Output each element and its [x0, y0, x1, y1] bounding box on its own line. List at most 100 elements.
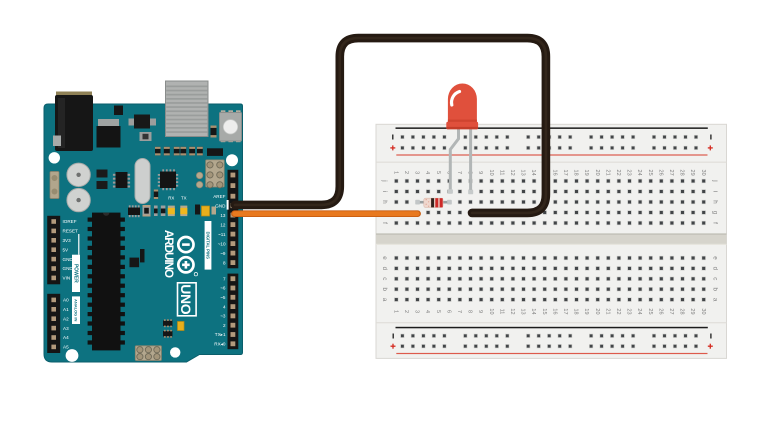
svg-text:18: 18 [573, 308, 579, 314]
svg-text:f: f [711, 222, 718, 224]
svg-text:A2: A2 [63, 316, 69, 321]
svg-text:~6: ~6 [220, 286, 226, 291]
svg-text:26: 26 [657, 170, 663, 176]
svg-text:A1: A1 [63, 307, 69, 312]
svg-text:13: 13 [520, 170, 526, 176]
svg-text:i: i [711, 191, 718, 192]
svg-text:2: 2 [223, 323, 226, 328]
svg-text:A4: A4 [63, 335, 69, 340]
svg-text:2: 2 [403, 310, 409, 313]
svg-text:~5: ~5 [220, 295, 226, 300]
svg-text:b: b [711, 287, 718, 291]
svg-text:28: 28 [679, 170, 685, 176]
svg-text:b: b [381, 287, 388, 291]
svg-text:GND: GND [215, 203, 226, 208]
svg-text:j: j [381, 179, 388, 181]
svg-text:25: 25 [647, 308, 653, 314]
svg-text:~9: ~9 [220, 251, 226, 256]
svg-text:24: 24 [636, 308, 642, 314]
svg-text:19: 19 [583, 308, 589, 314]
svg-text:j: j [711, 179, 718, 181]
svg-text:26: 26 [657, 308, 663, 314]
svg-text:10: 10 [488, 170, 494, 176]
svg-text:4: 4 [223, 304, 226, 309]
svg-text:e: e [381, 256, 388, 260]
svg-text:12: 12 [509, 308, 515, 314]
svg-text:21: 21 [604, 170, 610, 176]
svg-text:5: 5 [435, 310, 441, 313]
svg-text:GND: GND [63, 266, 74, 271]
svg-text:20: 20 [594, 308, 600, 314]
svg-text:VIN: VIN [63, 276, 71, 281]
svg-text:GND: GND [63, 257, 74, 262]
svg-text:12: 12 [220, 222, 226, 227]
svg-text:~11: ~11 [218, 232, 226, 237]
svg-text:h: h [381, 200, 388, 204]
svg-text:UNO: UNO [178, 284, 194, 315]
svg-text:13: 13 [520, 308, 526, 314]
svg-text:11: 11 [498, 170, 504, 176]
svg-text:15: 15 [541, 308, 547, 314]
svg-text:3: 3 [414, 310, 420, 313]
svg-text:28: 28 [679, 308, 685, 314]
svg-text:23: 23 [626, 170, 632, 176]
svg-text:IOREF: IOREF [63, 219, 77, 224]
svg-text:ANALOG IN: ANALOG IN [74, 299, 79, 322]
svg-text:6: 6 [445, 310, 451, 313]
svg-text:16: 16 [551, 170, 557, 176]
svg-text:24: 24 [636, 170, 642, 176]
svg-text:21: 21 [604, 308, 610, 314]
svg-text:A5: A5 [63, 345, 69, 350]
svg-text:14: 14 [530, 308, 536, 314]
svg-text:4: 4 [424, 310, 430, 313]
svg-text:8: 8 [467, 310, 473, 313]
svg-text:~10: ~10 [218, 241, 226, 246]
svg-text:18: 18 [573, 170, 579, 176]
svg-text:a: a [381, 298, 388, 302]
svg-text:c: c [711, 277, 718, 280]
svg-text:7: 7 [223, 276, 226, 281]
svg-text:DIGITAL PINS: DIGITAL PINS [205, 232, 210, 260]
svg-text:g: g [711, 211, 718, 215]
svg-text:30: 30 [700, 308, 706, 314]
svg-text:i: i [381, 191, 388, 192]
svg-text:c: c [381, 277, 388, 280]
svg-text:22: 22 [615, 308, 621, 314]
svg-text:27: 27 [668, 170, 674, 176]
svg-text:29: 29 [689, 308, 695, 314]
svg-text:23: 23 [626, 308, 632, 314]
svg-text:25: 25 [647, 170, 653, 176]
svg-text:d: d [711, 267, 718, 271]
svg-text:9: 9 [477, 310, 483, 313]
svg-text:19: 19 [583, 170, 589, 176]
svg-text:TX▸1: TX▸1 [215, 332, 226, 337]
svg-text:6: 6 [445, 171, 451, 174]
svg-text:ARDUINO: ARDUINO [162, 230, 175, 278]
svg-text:RESET: RESET [63, 229, 79, 234]
svg-text:29: 29 [689, 170, 695, 176]
svg-text:10: 10 [488, 308, 494, 314]
svg-text:2: 2 [403, 171, 409, 174]
svg-text:A0: A0 [63, 298, 69, 303]
svg-text:f: f [381, 222, 388, 224]
svg-text:h: h [711, 200, 718, 204]
svg-text:11: 11 [498, 309, 504, 315]
svg-text:A3: A3 [63, 326, 69, 331]
svg-text:17: 17 [562, 308, 568, 314]
svg-text:27: 27 [668, 308, 674, 314]
svg-text:14: 14 [530, 170, 536, 176]
svg-text:a: a [711, 298, 718, 302]
svg-text:POWER: POWER [72, 264, 78, 283]
svg-text:1: 1 [392, 310, 398, 313]
svg-text:30: 30 [700, 170, 706, 176]
svg-text:12: 12 [509, 170, 515, 176]
svg-text:5: 5 [435, 171, 441, 174]
svg-text:~3: ~3 [220, 314, 226, 319]
svg-text:13: 13 [220, 213, 226, 218]
svg-text:RX: RX [168, 196, 174, 201]
svg-text:4: 4 [424, 171, 430, 174]
svg-text:8: 8 [223, 260, 226, 265]
svg-text:7: 7 [456, 171, 462, 174]
svg-text:22: 22 [615, 170, 621, 176]
svg-text:e: e [711, 256, 718, 260]
